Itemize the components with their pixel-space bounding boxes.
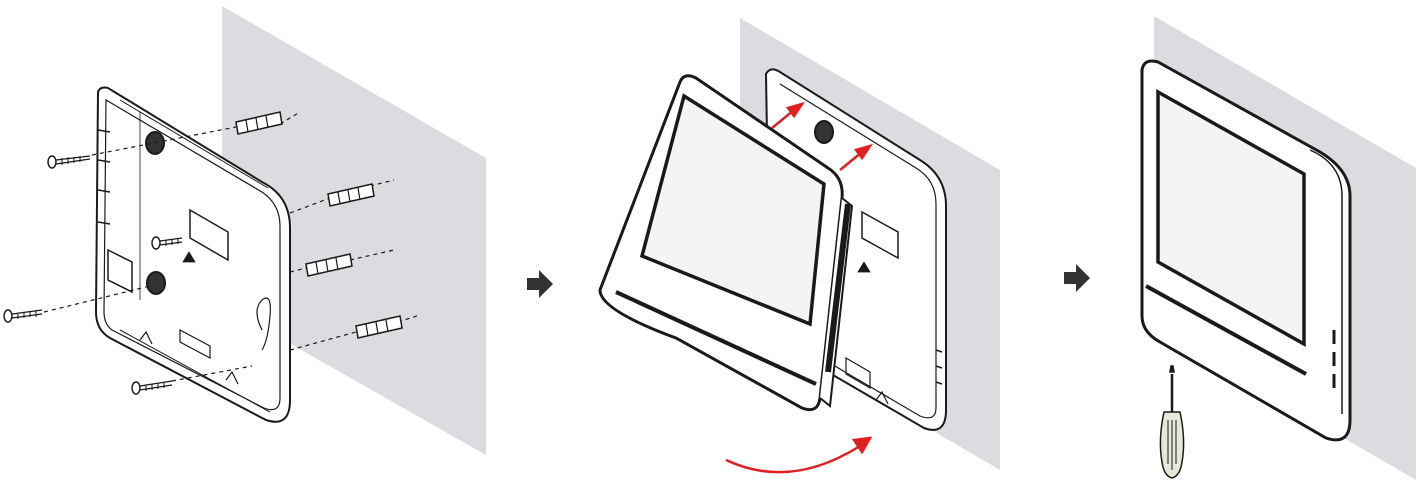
monitor — [1140, 59, 1352, 442]
step-1-illustration — [3, 6, 486, 455]
step-2-illustration — [598, 18, 1000, 474]
cable-cutout — [189, 208, 229, 262]
monitor-screen — [1156, 89, 1306, 347]
alignment-guides — [43, 111, 421, 382]
step-3-panel — [1120, 0, 1421, 492]
wall-anchor-4 — [355, 315, 403, 339]
cable-cutout — [861, 210, 899, 260]
step-3-illustration — [1140, 16, 1416, 480]
screw-hole-top — [814, 120, 834, 144]
hook-arrows — [771, 101, 873, 171]
next-step-arrow-1 — [520, 0, 560, 492]
screw-bottom — [131, 380, 173, 395]
monitor — [598, 74, 854, 412]
screw-middle — [151, 236, 183, 250]
mounting-bracket — [94, 86, 291, 423]
rotate-arrow — [725, 436, 873, 474]
monitor-screen — [639, 93, 826, 327]
screw-bottom-left — [3, 309, 43, 323]
screw-top-left — [47, 155, 91, 169]
screwdriver — [1159, 365, 1185, 479]
wall — [222, 6, 486, 455]
screw-hole-bottom — [146, 271, 166, 295]
wall-anchor-1 — [235, 111, 283, 135]
arrow-right-icon — [1064, 264, 1090, 292]
step-2-panel — [580, 0, 1020, 492]
wall-anchor-2 — [327, 183, 375, 207]
arrow-right-icon — [527, 270, 553, 298]
wall-anchor-3 — [305, 253, 353, 277]
next-step-arrow-2 — [1060, 0, 1100, 492]
step-1-panel — [0, 0, 500, 492]
